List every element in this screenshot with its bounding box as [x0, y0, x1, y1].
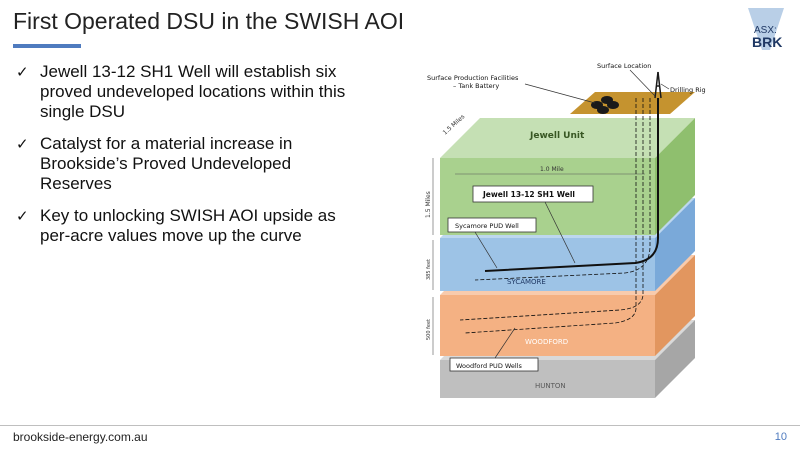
woodford-pud-box	[449, 357, 539, 372]
well-callout-pointer	[544, 201, 576, 264]
footer-url: brookside-energy.com.au	[13, 430, 148, 444]
surface-location-pointer	[629, 69, 656, 97]
hunton-right	[655, 320, 695, 398]
width-dimension-label: 1.5 Miles	[442, 113, 467, 136]
slide-title: First Operated DSU in the SWISH AOI	[13, 8, 405, 34]
bullet-item: ✓ Catalyst for a material increase in Br…	[16, 134, 346, 194]
well-callout-box	[472, 185, 594, 203]
hunton-label: HUNTON	[535, 382, 566, 390]
jewell-top	[440, 118, 695, 158]
footer-divider	[0, 425, 800, 426]
brk-logo: ASX: BRK	[748, 8, 784, 50]
bullet-item: ✓ Jewell 13-12 SH1 Well will establish s…	[16, 62, 346, 122]
bullet-text: Jewell 13-12 SH1 Well will establish six…	[40, 62, 346, 121]
bullet-list: ✓ Jewell 13-12 SH1 Well will establish s…	[16, 62, 346, 258]
surface-facilities-label: Surface Production Facilities	[427, 74, 519, 82]
woodford-pud-label: Woodford PUD Wells	[456, 362, 523, 370]
sycamore-pud-box	[447, 217, 537, 233]
woodford-thickness-label: 500 feet	[426, 319, 432, 340]
woodford-right	[655, 255, 695, 356]
length-dimension-label: 1.0 Mile	[540, 166, 564, 173]
drilling-rig-icon	[654, 71, 662, 99]
surface-facilities-sublabel: – Tank Battery	[453, 82, 499, 90]
well-callout-label: Jewell 13-12 SH1 Well	[482, 190, 575, 199]
check-icon: ✓	[16, 135, 29, 153]
logo-brk: BRK	[752, 34, 782, 50]
sycamore-label: SYCAMORE	[507, 278, 546, 286]
woodford-layer	[440, 295, 655, 356]
page-number: 10	[774, 431, 787, 443]
logo-mark	[748, 8, 784, 50]
dsu-diagram: HUNTON WOODFORD SYCAMORE Jewell Unit 1.5…	[425, 62, 706, 398]
woodford-label: WOODFORD	[525, 338, 568, 346]
woodford-pud-pointer	[494, 327, 516, 359]
surface-location-label: Surface Location	[597, 62, 651, 70]
sycamore-thickness-label: 385 feet	[426, 259, 432, 280]
drilling-rig-label: Drilling Rig	[670, 86, 706, 94]
sycamore-pud-path	[474, 98, 651, 281]
bullet-text: Catalyst for a material increase in Broo…	[40, 134, 293, 193]
surface-pad	[570, 92, 695, 114]
bullet-item: ✓ Key to unlocking SWISH AOI upside as p…	[16, 206, 346, 246]
check-icon: ✓	[16, 207, 29, 225]
woodford-pud-path-2	[464, 98, 637, 334]
sycamore-pud-pointer	[474, 231, 498, 269]
height-dimension-label: 1.5 Miles	[425, 191, 432, 218]
check-icon: ✓	[16, 63, 29, 81]
unit-label: Jewell Unit	[529, 131, 585, 141]
sycamore-right	[655, 198, 695, 291]
bullet-text: Key to unlocking SWISH AOI upside as per…	[40, 206, 336, 245]
jewell-well-path	[484, 98, 659, 272]
logo-asx: ASX:	[754, 25, 777, 36]
drilling-rig-pointer	[660, 83, 670, 90]
surface-facilities-pointer	[524, 83, 596, 104]
title-underline	[13, 44, 81, 48]
sycamore-pud-label: Sycamore PUD Well	[455, 222, 519, 230]
jewell-right	[655, 118, 695, 235]
